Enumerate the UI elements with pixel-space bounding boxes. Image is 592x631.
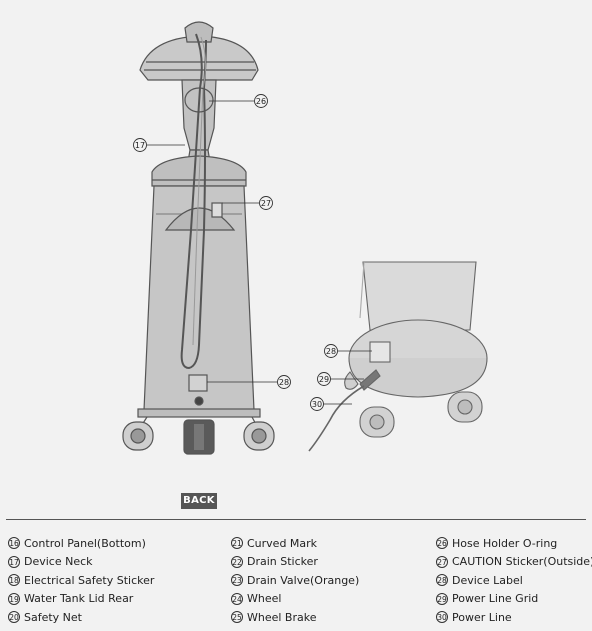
legend-label: Power Line Grid [452, 592, 539, 606]
legend-item: 29 Power Line Grid [436, 590, 592, 609]
legend-label: Water Tank Lid Rear [24, 592, 134, 606]
steamer-rear-view [122, 21, 275, 455]
legend-label: Safety Net [24, 610, 82, 624]
legend-number: 22 [231, 555, 243, 568]
legend-number: 21 [231, 537, 243, 550]
legend-number: 17 [8, 555, 20, 568]
svg-text:27: 27 [261, 199, 271, 208]
legend-item: 23 Drain Valve(Orange) [231, 571, 359, 590]
back-button[interactable]: BACK [181, 493, 217, 509]
legend-item: 16 Control Panel(Bottom) [8, 534, 154, 553]
legend-number: 29 [436, 592, 448, 605]
legend-number: 30 [436, 611, 448, 624]
callout-30: 30 [310, 397, 324, 411]
legend-label: Drain Valve(Orange) [247, 573, 360, 587]
legend-number: 19 [8, 592, 20, 605]
legend-label: CAUTION Sticker(Outside) [452, 555, 592, 569]
legend-number: 25 [231, 611, 243, 624]
legend-item: 24 Wheel [231, 590, 359, 609]
legend-label: Power Line [452, 610, 512, 624]
callout-28-rear: 28 [277, 375, 291, 389]
legend-label: Curved Mark [247, 536, 318, 550]
legend-column-2: 21 Curved Mark 22 Drain Sticker 23 Drain Va… [231, 534, 359, 627]
svg-text:29: 29 [319, 375, 329, 384]
legend-item: 18 Electrical Safety Sticker [8, 571, 154, 590]
legend-item: 22 Drain Sticker [231, 553, 359, 572]
legend-item: 25 Wheel Brake [231, 608, 359, 627]
legend-number: 16 [8, 537, 20, 550]
callout-26: 26 [254, 94, 268, 108]
callout-27: 27 [259, 196, 273, 210]
legend-item: 27 CAUTION Sticker(Outside) [436, 553, 592, 572]
legend-number: 20 [8, 611, 20, 624]
legend-item: 26 Hose Holder O-ring [436, 534, 592, 553]
legend-number: 28 [436, 574, 448, 587]
svg-text:28: 28 [279, 378, 289, 387]
legend-number: 26 [436, 537, 448, 550]
callout-lines [147, 100, 372, 405]
legend-item: 17 Device Neck [8, 553, 154, 572]
callout-28-base: 28 [324, 344, 338, 358]
legend-number: 18 [8, 574, 20, 587]
legend-column-1: 16 Control Panel(Bottom) 17 Device Neck 18… [8, 534, 154, 627]
legend-label: Wheel Brake [247, 610, 317, 624]
legend-label: Drain Sticker [247, 555, 318, 569]
svg-text:28: 28 [326, 347, 336, 356]
legend-item: 19 Water Tank Lid Rear [8, 590, 154, 609]
callout-29: 29 [317, 372, 331, 386]
svg-text:26: 26 [256, 97, 266, 106]
legend-item: 20 Safety Net [8, 608, 154, 627]
legend-number: 27 [436, 555, 448, 568]
legend-label: Device Label [452, 573, 523, 587]
device-rear-diagram: 26 17 27 28 28 29 30 [122, 21, 488, 455]
legend-number: 23 [231, 574, 243, 587]
legend-divider [6, 519, 586, 520]
legend-label: Device Neck [24, 555, 93, 569]
legend-item: 30 Power Line [436, 608, 592, 627]
legend-label: Hose Holder O-ring [452, 536, 558, 550]
svg-text:17: 17 [135, 141, 145, 150]
svg-text:30: 30 [312, 400, 322, 409]
callout-17: 17 [133, 138, 147, 152]
legend-label: Wheel [247, 592, 282, 606]
legend-column-3: 26 Hose Holder O-ring 27 CAUTION Sticker(O… [436, 534, 592, 627]
legend-label: Electrical Safety Sticker [24, 573, 155, 587]
base-detail-view [308, 261, 488, 452]
legend-item: 28 Device Label [436, 571, 592, 590]
legend-number: 24 [231, 592, 243, 605]
legend-item: 21 Curved Mark [231, 534, 359, 553]
legend-label: Control Panel(Bottom) [24, 536, 146, 550]
